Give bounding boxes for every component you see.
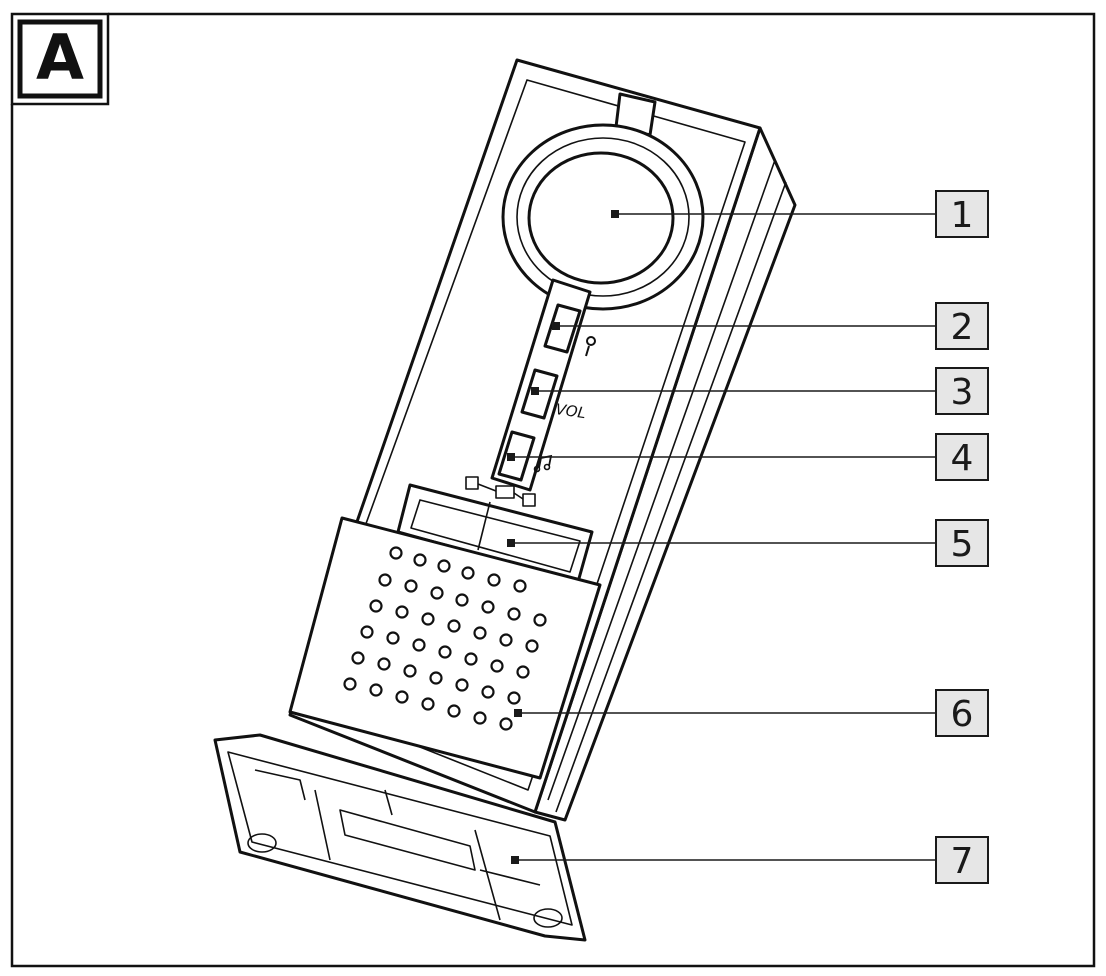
callout-4: 4 <box>935 433 989 481</box>
callout-2: 2 <box>935 302 989 350</box>
stand-base <box>213 733 587 942</box>
volume-label: VOL <box>554 400 587 422</box>
leader-lines <box>507 210 936 864</box>
volume-button[interactable] <box>520 368 559 420</box>
doorbell-icon <box>585 336 596 357</box>
callout-number: 7 <box>951 841 974 882</box>
grille-holes <box>343 546 547 731</box>
callout-7: 7 <box>935 836 989 884</box>
callout-number: 6 <box>951 694 974 735</box>
callout-5: 5 <box>935 519 989 567</box>
panel-letter: A <box>36 21 84 94</box>
callout-number: 4 <box>951 438 974 479</box>
switch-indicator-icons <box>465 476 536 507</box>
melody-button[interactable] <box>497 430 536 482</box>
melody-select-button[interactable] <box>543 303 582 354</box>
callout-number: 2 <box>951 307 974 348</box>
main-button[interactable] <box>501 123 705 311</box>
callout-number: 5 <box>951 524 974 565</box>
callout-number: 1 <box>951 195 974 236</box>
callout-3: 3 <box>935 367 989 415</box>
callout-6: 6 <box>935 689 989 737</box>
figure-frame <box>10 12 1096 968</box>
callout-1: 1 <box>935 190 989 238</box>
callout-number: 3 <box>951 372 974 413</box>
